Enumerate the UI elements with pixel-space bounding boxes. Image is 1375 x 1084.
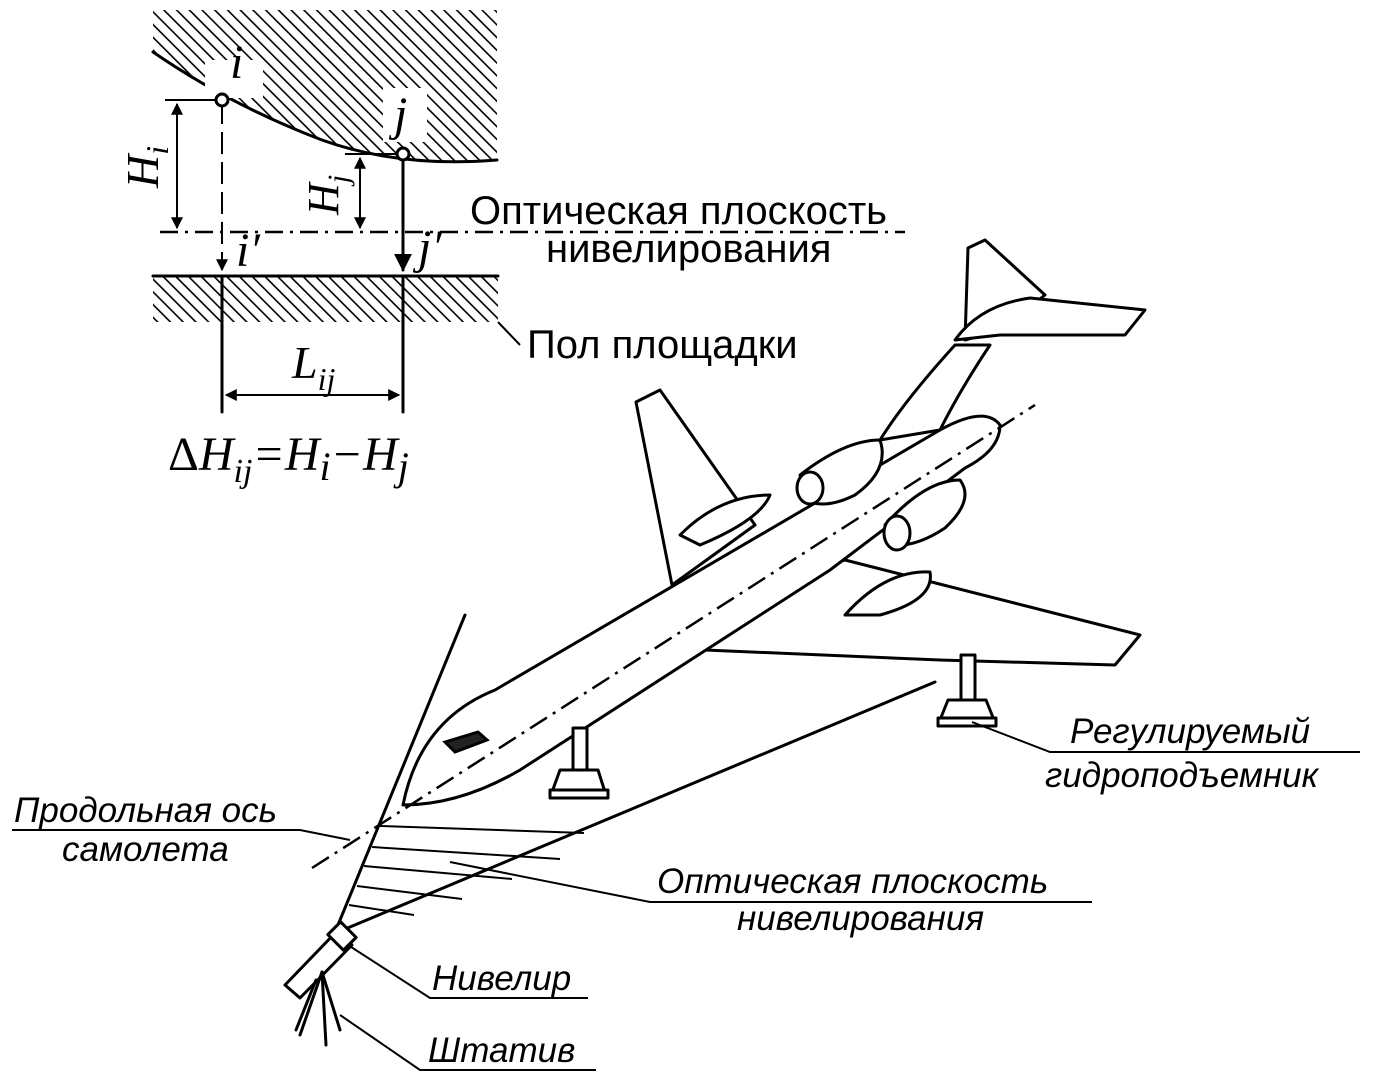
floor-leader [497,321,521,346]
label-height-i: Hi [117,146,175,189]
label-point-i-prime: i′ [236,224,261,277]
point-j-marker [395,146,411,162]
callouts: Регулируемый гидроподъемник Продольная о… [12,712,1360,1071]
left-wing [634,388,757,587]
fuselage [401,414,1002,807]
callout-axis-line2: самолета [62,830,229,869]
label-floor: Пол площадки [527,323,798,367]
tripod [294,970,342,1047]
longitudinal-axis [311,403,1036,870]
callout-plane-line1: Оптическая плоскость [657,862,1048,901]
label-height-j: Hj [299,175,355,216]
floor-hatching [153,276,498,322]
label-point-j-prime: j′ [412,221,443,274]
label-distance: Lij [291,337,335,397]
label-point-i: i [230,36,243,89]
formula: ΔHij=Hi−Hj [168,428,409,490]
label-optical-plane-line1: Оптическая плоскость [470,189,887,233]
callout-axis-line1: Продольная ось [14,791,277,830]
inset-diagram: i j i′ j′ Hi Hj Lij ΔHij=Hi−Hj Оптическа… [117,10,905,490]
horizontal-stabilizer [953,296,1147,342]
callout-tripod: Штатив [428,1031,575,1070]
point-i-marker [214,92,230,108]
callout-plane-line2: нивелирования [737,899,984,938]
level-instrument [283,920,358,1000]
right-flap-fairing [843,570,932,617]
sight-line-upper [336,613,467,927]
callout-jack-line1: Регулируемый [1070,712,1310,751]
curved-surface-line [151,50,499,164]
aircraft-scene [283,238,1147,1047]
rear-jack [936,653,998,728]
callout-jack-line2: гидроподъемник [1045,756,1320,795]
sight-line-lower [336,680,937,934]
optical-plane-hatching [348,825,585,916]
front-jack [548,726,610,800]
callout-level: Нивелир [432,959,571,998]
left-flap-fairing [678,493,772,547]
cockpit-window [442,730,490,754]
label-optical-plane-line2: нивелирования [546,227,831,271]
